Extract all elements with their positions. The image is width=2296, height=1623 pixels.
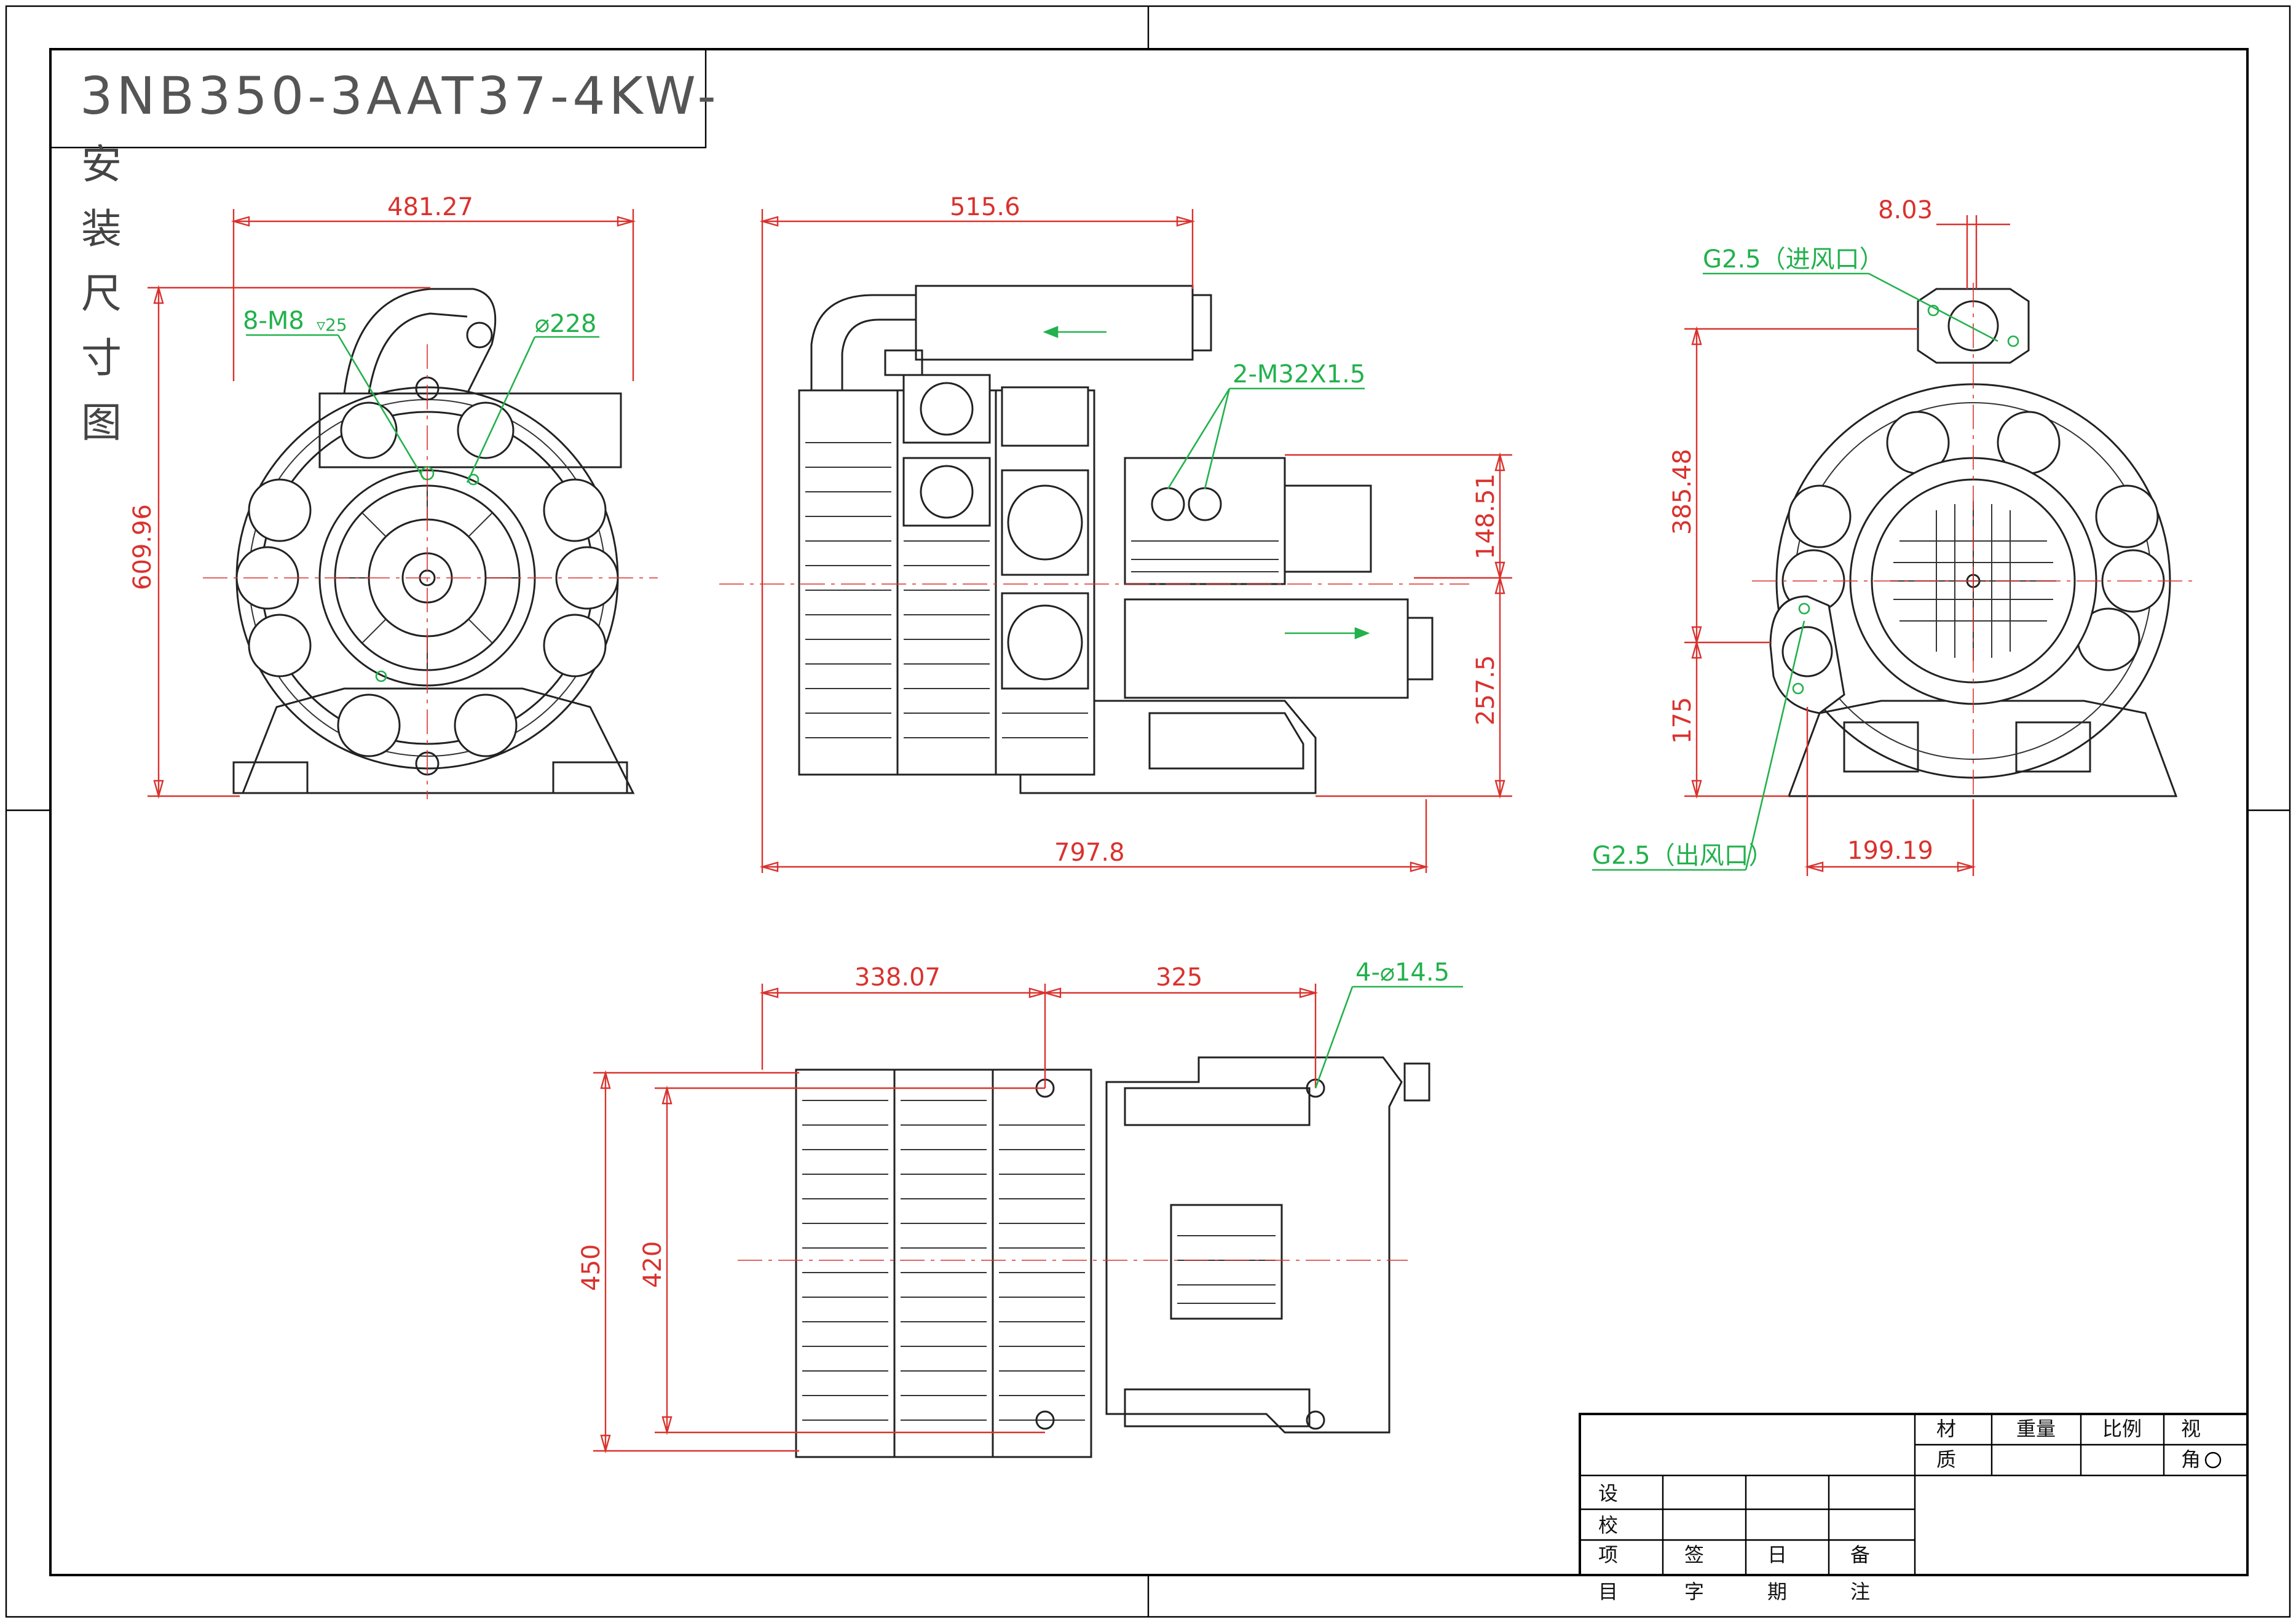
tb-process-2: 目 [1598, 1580, 1618, 1603]
tb-process: 项 [1598, 1543, 1618, 1566]
tb-note: 备 [1850, 1543, 1870, 1566]
rear-outlet-callout: G2.5（出风口） [1592, 842, 1773, 870]
side-dimensions: 515.6 797.8 148.51 257.5 2-M32X1.5 [759, 193, 1512, 873]
bottom-w1-label: 338.07 [854, 963, 941, 992]
sheet-frame [5, 5, 2291, 1618]
tb-view-2: 角 [2181, 1448, 2201, 1471]
bottom-h1-label: 450 [577, 1244, 606, 1291]
tb-material-2: 质 [1936, 1448, 1956, 1471]
tb-scale: 比例 [2102, 1417, 2142, 1440]
rear-lobes [1781, 411, 2165, 671]
title-box: 3NB350-3AAT37-4KW- 安 装 尺 寸 图 [49, 48, 720, 446]
tb-check: 校 [1598, 1514, 1618, 1537]
rear-h2-label: 175 [1668, 697, 1697, 744]
front-thread-depth: ▿25 [317, 315, 347, 335]
tb-view: 视 [2181, 1417, 2201, 1440]
tb-sign: 签 [1684, 1543, 1704, 1566]
rear-view [1752, 283, 2195, 799]
bottom-stages [795, 1068, 1092, 1458]
bottom-h2-label: 420 [639, 1241, 667, 1288]
rear-dimensions: 8.03 385.48 175 199.19 G2.5（进风口） G2.5（出风… [1592, 196, 2010, 876]
tb-material: 材 [1936, 1417, 1956, 1440]
bottom-holes-callout: 4-⌀14.5 [1355, 958, 1450, 987]
front-height-label: 609.96 [128, 504, 157, 590]
subtitle-char-3: 尺 [81, 270, 122, 317]
front-diameter-callout: ⌀228 [535, 310, 596, 338]
rear-offset-label: 8.03 [1878, 196, 1933, 224]
rear-h1-label: 385.48 [1668, 449, 1697, 535]
drawing-title: 3NB350-3AAT37-4KW- [80, 66, 720, 126]
side-glands-callout: 2-M32X1.5 [1233, 360, 1365, 389]
side-h1-label: 148.51 [1472, 473, 1500, 559]
side-stages [798, 374, 1095, 776]
tb-date-2: 期 [1767, 1580, 1787, 1603]
side-view [719, 285, 1469, 794]
subtitle-char-1: 安 [81, 141, 122, 188]
side-width-label: 515.6 [950, 193, 1020, 221]
front-width-label: 481.27 [387, 193, 473, 221]
bottom-dimensions: 338.07 325 450 420 4-⌀14.5 [577, 958, 1463, 1454]
tb-design: 设 [1598, 1482, 1618, 1505]
rear-width-label: 199.19 [1847, 837, 1933, 865]
side-h2-label: 257.5 [1472, 655, 1500, 725]
front-dimensions: 481.27 609.96 8-M8 ▿25 ⌀228 [128, 193, 636, 799]
subtitle-char-5: 图 [81, 399, 122, 446]
tb-sign-2: 字 [1684, 1580, 1704, 1603]
tb-projection-symbol [2204, 1451, 2222, 1469]
subtitle-char-2: 装 [81, 205, 122, 253]
tb-date: 日 [1767, 1543, 1787, 1566]
title-block: 材 质 重量 比例 视 角 设 校 项 目 签 字 日 期 备 注 [1579, 1413, 2249, 1603]
front-view [203, 288, 658, 799]
side-length-label: 797.8 [1054, 839, 1125, 867]
bottom-view [738, 1056, 1430, 1458]
tb-weight: 重量 [2016, 1417, 2056, 1440]
bottom-w2-label: 325 [1156, 963, 1202, 992]
tb-note-2: 注 [1850, 1580, 1870, 1603]
front-thread-callout: 8-M8 [243, 307, 304, 335]
subtitle-char-4: 寸 [81, 334, 122, 382]
front-lobes [235, 401, 619, 757]
rear-inlet-callout: G2.5（进风口） [1703, 245, 1884, 274]
